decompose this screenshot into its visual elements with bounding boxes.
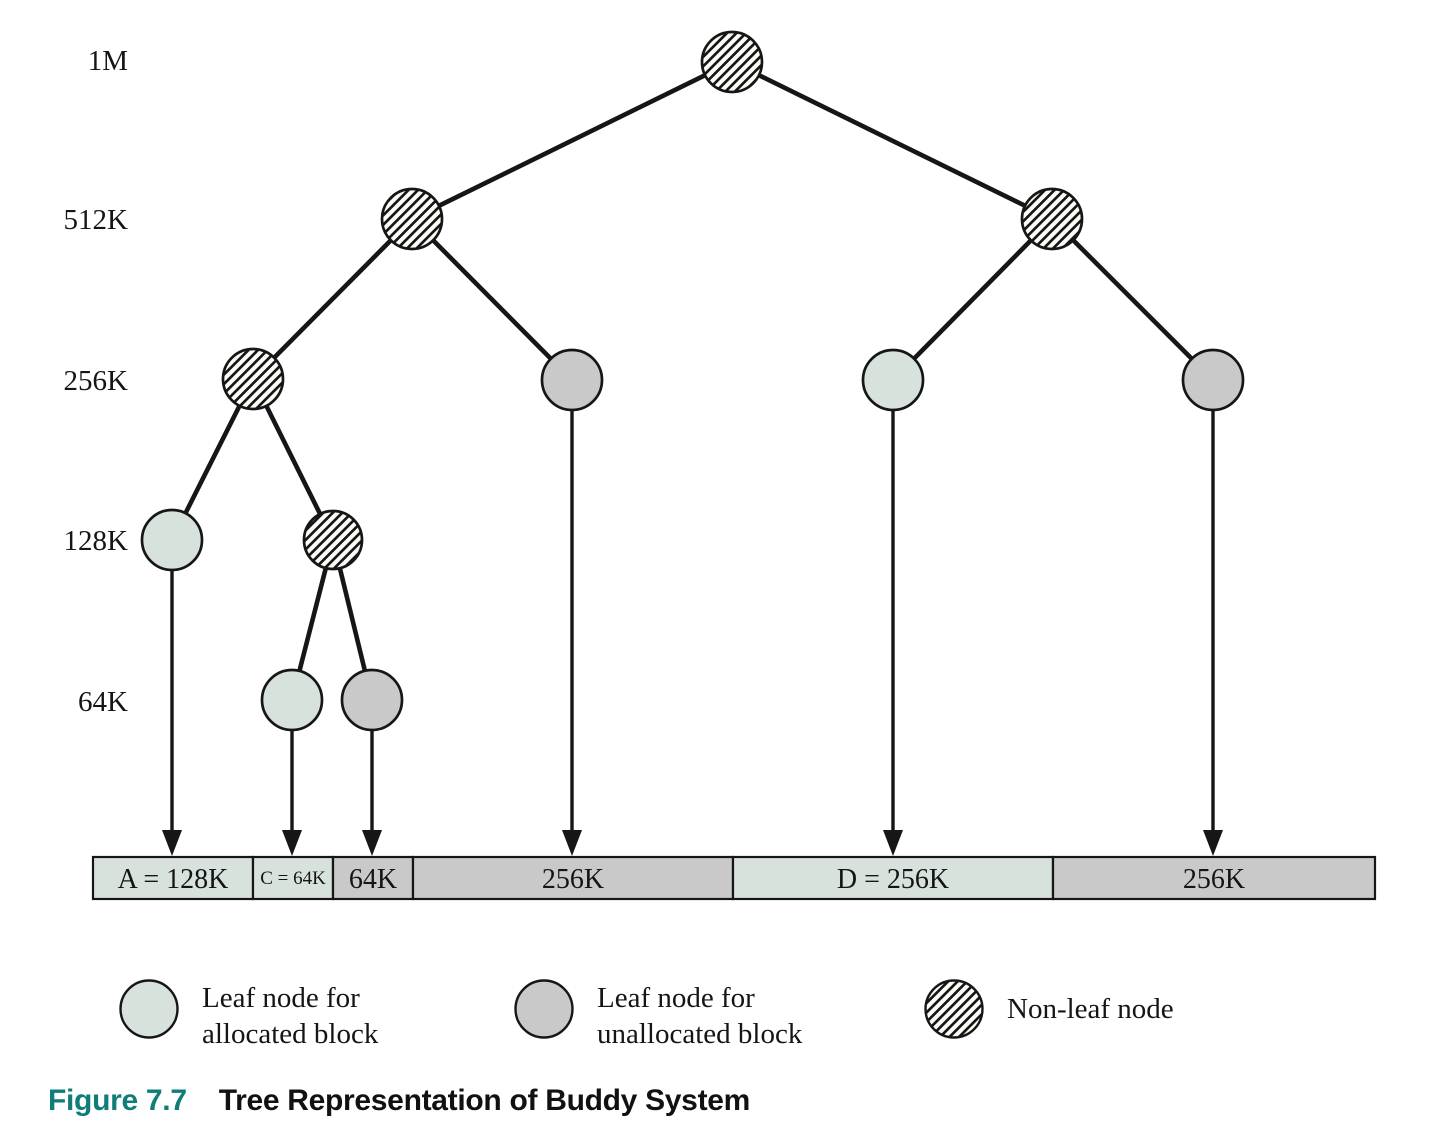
legend-nonleaf-line1: Non-leaf node: [1007, 993, 1174, 1025]
tree-edge: [890, 216, 1055, 383]
arrow-head-icon: [162, 830, 182, 856]
node-256k-nonleaf: [221, 347, 285, 411]
memory-bar-labels: A = 128K C = 64K 64K 256K D = 256K 256K: [118, 864, 1245, 895]
size-label-256k: 256K: [64, 365, 129, 397]
memory-bar: [91, 855, 1377, 901]
tree-edges: [169, 59, 1216, 703]
figure-number: Figure 7.7: [48, 1084, 187, 1117]
bar-segment-256k-left: [411, 855, 735, 901]
unallocated-node-icon: [514, 979, 574, 1039]
legend-item-allocated: Leaf node for allocated block: [118, 978, 378, 1052]
allocation-arrow-64k: [362, 730, 382, 856]
arrow-head-icon: [883, 830, 903, 856]
allocation-arrow-d: [883, 410, 903, 856]
arrow-head-icon: [362, 830, 382, 856]
bar-label-c: C = 64K: [260, 868, 326, 889]
node-512k-left-nonleaf: [380, 187, 444, 251]
node-256k-unallocated-right: [1181, 348, 1245, 412]
legend-item-nonleaf: Non-leaf node: [923, 978, 1174, 1040]
legend-allocated-line2: allocated block: [202, 1018, 379, 1050]
legend-allocated-line1: Leaf node for: [202, 982, 360, 1014]
size-axis: 1M 512K 256K 128K 64K: [64, 45, 129, 718]
figure-title: Tree Representation of Buddy System: [218, 1084, 751, 1117]
node-1m-nonleaf: [700, 30, 764, 94]
tree-edge: [1049, 216, 1216, 383]
buddy-tree-diagram: 1M 512K 256K 128K 64K A = 128K C = 64K 6…: [64, 30, 1377, 901]
node-128k-nonleaf: [302, 509, 364, 571]
bar-label-256k-right: 256K: [1183, 864, 1245, 895]
tree-nodes: [140, 30, 1245, 732]
allocation-arrow-a: [162, 570, 182, 856]
tree-edge: [409, 59, 735, 222]
legend-label-unallocated: Leaf node for unallocated block: [597, 980, 802, 1052]
size-label-512k: 512K: [64, 204, 129, 236]
tree-edge: [729, 59, 1055, 222]
bar-label-256k-left: 256K: [542, 864, 604, 895]
node-64k-unallocated: [340, 668, 404, 732]
allocation-arrow-256k-right: [1203, 410, 1223, 856]
bar-segment-256k-right: [1051, 855, 1377, 901]
allocation-arrows: [162, 410, 1223, 856]
legend-label-nonleaf: Non-leaf node: [1007, 991, 1174, 1027]
allocation-arrow-c: [282, 730, 302, 856]
tree-edge: [409, 216, 575, 383]
size-label-1m: 1M: [88, 45, 128, 77]
node-64k-allocated-c: [260, 668, 324, 732]
bar-label-64k: 64K: [349, 864, 397, 895]
arrow-head-icon: [1203, 830, 1223, 856]
allocation-arrow-256k-left: [562, 410, 582, 856]
bar-label-d: D = 256K: [837, 864, 949, 895]
bar-segment-c: [251, 855, 335, 901]
nonleaf-node-icon: [924, 979, 984, 1039]
node-128k-allocated-a: [140, 508, 204, 572]
legend-unallocated-line1: Leaf node for: [597, 982, 755, 1014]
bar-segment-d: [731, 855, 1055, 901]
arrow-head-icon: [282, 830, 302, 856]
legend-label-allocated: Leaf node for allocated block: [202, 980, 378, 1052]
size-label-64k: 64K: [78, 686, 128, 718]
figure-caption: Figure 7.7 Tree Representation of Buddy S…: [48, 1084, 750, 1118]
tree-edge: [250, 216, 415, 382]
node-256k-allocated-d: [861, 348, 925, 412]
node-512k-right-nonleaf: [1020, 187, 1084, 251]
legend-unallocated-line2: unallocated block: [597, 1018, 803, 1050]
allocated-node-icon: [119, 979, 179, 1039]
size-label-128k: 128K: [64, 525, 129, 557]
bar-label-a: A = 128K: [118, 864, 229, 895]
node-256k-unallocated-left: [540, 348, 604, 412]
legend-item-unallocated: Leaf node for unallocated block: [513, 978, 802, 1052]
arrow-head-icon: [562, 830, 582, 856]
bar-segment-64k: [331, 855, 415, 901]
